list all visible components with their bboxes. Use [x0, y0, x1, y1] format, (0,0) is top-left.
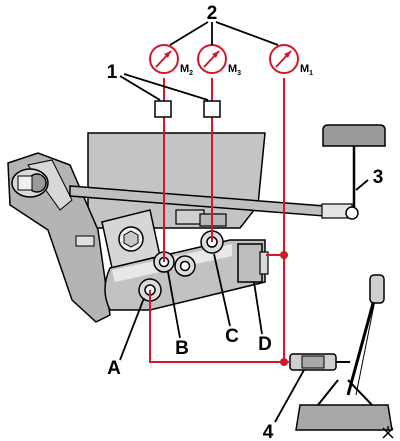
callout-b: B	[175, 338, 189, 359]
callout-a: A	[107, 358, 121, 379]
callout-d: D	[258, 334, 272, 355]
pressure-sensor-left-icon	[154, 100, 172, 118]
leader-lines	[119, 21, 369, 423]
callout-c: C	[225, 326, 239, 347]
gauge-m3-icon	[197, 44, 227, 74]
pedal-force-sensor-icon	[289, 353, 350, 371]
gauge-m2-label: M2	[180, 63, 193, 77]
corner-mark-icon	[382, 426, 394, 439]
port-center-icon	[174, 255, 196, 277]
mounting-bolt-icon	[11, 168, 49, 198]
load-weight-icon	[322, 124, 386, 207]
callout-3: 3	[373, 167, 384, 188]
lever-rod	[69, 185, 359, 220]
callout-2: 2	[207, 3, 218, 24]
junction-dots	[280, 251, 288, 366]
gauge-m2-icon	[149, 44, 179, 74]
gauge-m3-label: M3	[228, 63, 241, 77]
pressure-sensor-right-icon	[203, 100, 221, 118]
gauge-m1-label: M1	[300, 63, 313, 77]
gauge-m1-icon	[269, 44, 299, 74]
callout-4: 4	[263, 422, 274, 441]
brake-pedal-icon	[295, 274, 393, 431]
callout-1: 1	[107, 62, 118, 83]
